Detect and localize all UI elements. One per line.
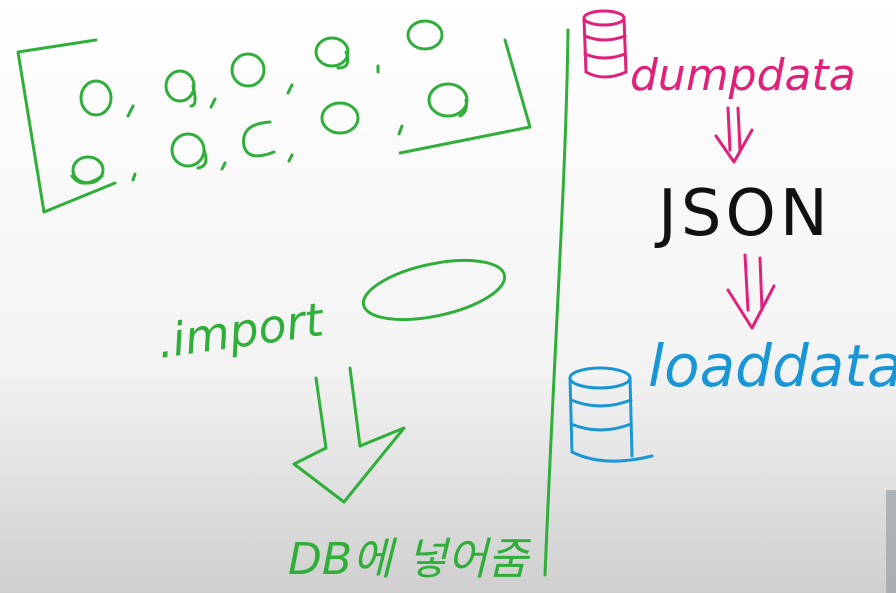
import-oval xyxy=(361,258,507,322)
divider-line xyxy=(543,28,570,577)
import-down-arrow xyxy=(292,366,406,504)
dump-to-json-arrow xyxy=(714,106,754,164)
json-label: JSON xyxy=(654,177,832,251)
dumpdata-label: dumpdata xyxy=(630,50,856,101)
loaddata-label: loaddata xyxy=(648,332,896,400)
source-database-icon xyxy=(582,9,628,79)
scrollbar[interactable] xyxy=(886,490,896,593)
target-database-icon xyxy=(568,366,654,463)
queryset-box xyxy=(16,19,532,214)
korean-note: DB에 넣어줌 xyxy=(288,534,531,585)
json-to-load-arrow xyxy=(726,253,776,330)
